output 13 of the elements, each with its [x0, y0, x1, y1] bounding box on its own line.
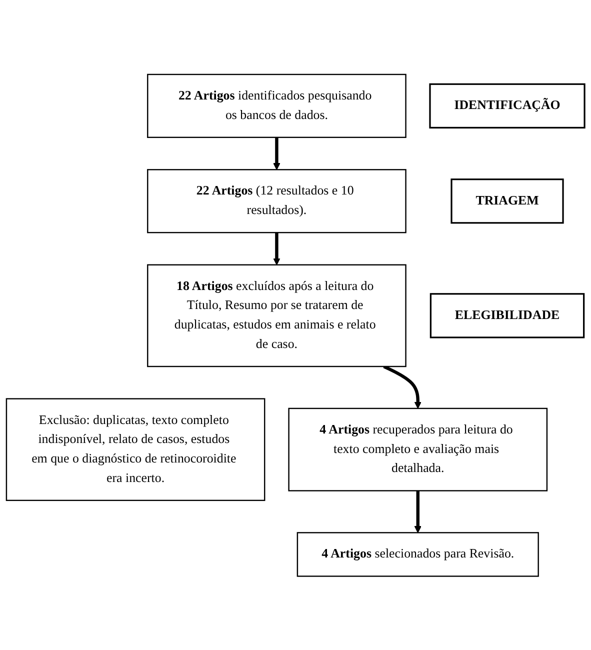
node-box: 22 Artigos (12 resultados e 10 resultados).: [147, 168, 406, 233]
node-box: 18 Artigos excluídos após a leitura do Título, Resumo por se tratarem de duplicatas, estudos em animais e relato de caso.: [147, 264, 406, 367]
node-box: 4 Artigos recuperados para leitura do texto completo e avaliação mais detalhada.: [288, 407, 548, 491]
node-box: TRIAGEM: [450, 178, 564, 224]
node-box: 22 Artigos identificados pesquisando os bancos de dados.: [147, 74, 406, 138]
arrow: [273, 232, 280, 265]
arrow: [414, 490, 422, 533]
node-box: ELEGIBILIDADE: [430, 292, 585, 338]
node-box: IDENTIFICAÇÃO: [429, 82, 586, 128]
arrow: [383, 364, 422, 408]
node-box: 4 Artigos selecionados para Revisão.: [296, 532, 539, 576]
node-box: Exclusão: duplicatas, texto completo indisponível, relato de casos, estudos em que o diagnóstico de retinocoroidite era incerto.: [6, 398, 266, 501]
arrow: [273, 137, 280, 170]
